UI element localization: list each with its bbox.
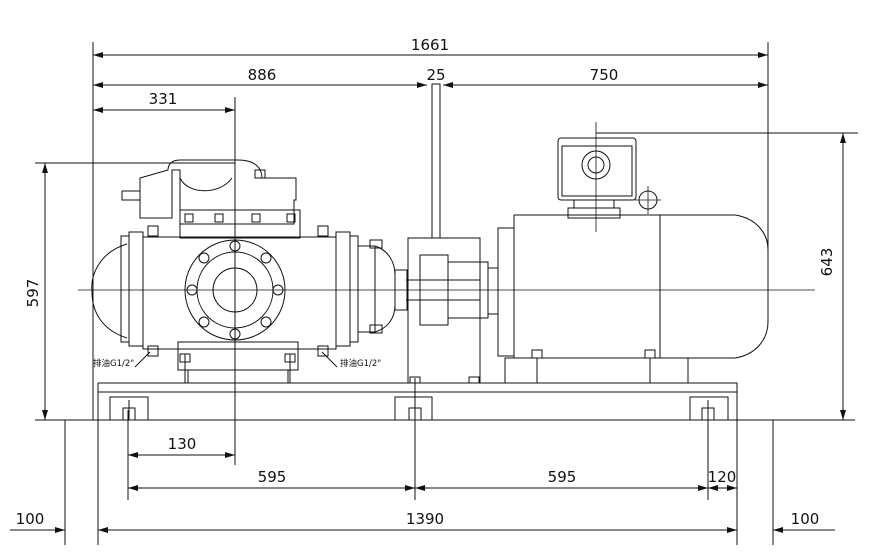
dim-pump-section: 886 [248,66,277,84]
dim-foot-offset: 130 [168,435,197,453]
dim-height-motor: 643 [818,248,836,277]
dim-height-overall: 597 [24,279,42,308]
coupling [406,83,489,384]
center-lines [78,122,815,291]
dimension-lines-bottom [128,452,737,491]
note-drain-left: 排油G1/2" [93,358,134,369]
base-frame [97,376,738,421]
dim-motor-section: 750 [590,66,619,84]
dim-overall-length: 1661 [411,36,449,54]
dimension-labels: 1661 886 25 750 331 597 643 130 595 595 … [16,36,836,528]
note-drain-right: 排油G1/2" [340,358,381,369]
dim-coupling-gap: 25 [426,66,445,84]
motor [487,137,769,384]
dimension-lines-top [92,42,769,465]
screw-pump [91,159,408,368]
dimension-lines-height [35,132,858,420]
dim-bolt-spacing-left: 595 [258,468,287,486]
dim-pump-inlet-offset: 331 [149,90,178,108]
dim-margin-right: 100 [791,510,820,528]
drain-notes: 排油G1/2" 排油G1/2" [93,358,381,369]
dim-end-offset: 120 [708,468,737,486]
pump-pedestal [177,341,299,384]
dim-margin-left: 100 [16,510,45,528]
dim-base-length: 1390 [406,510,444,528]
dim-bolt-spacing-right: 595 [548,468,577,486]
